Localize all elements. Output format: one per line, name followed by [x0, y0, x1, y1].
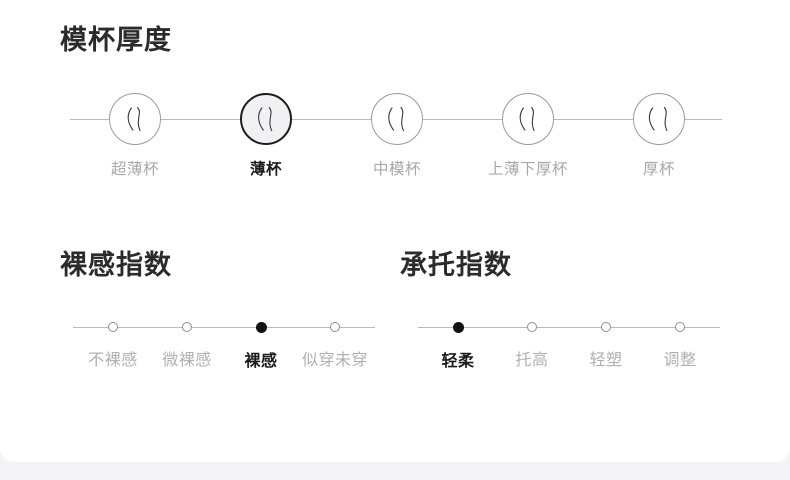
- support-index-option-label: 托高: [515, 352, 549, 369]
- support-index-option-4[interactable]: 调整: [640, 320, 720, 370]
- bare-index-section-title: 裸感指数: [60, 250, 172, 280]
- support-index-option-label: 调整: [663, 352, 697, 369]
- bare-index-dot[interactable]: [255, 322, 267, 333]
- support-index-dot[interactable]: [601, 322, 611, 332]
- thickness-option-label: 超薄杯: [110, 161, 159, 178]
- cup-thickness-medium-icon[interactable]: [371, 93, 423, 145]
- thickness-section-title: 模杯厚度: [60, 25, 172, 55]
- support-index-option-label: 轻柔: [441, 353, 475, 370]
- cup-thickness-thin-icon[interactable]: [240, 93, 292, 145]
- bare-index-dot[interactable]: [108, 322, 118, 332]
- bare-index-option-label: 裸感: [244, 353, 278, 370]
- thickness-option-4[interactable]: 上薄下厚杯: [473, 93, 583, 179]
- thickness-option-3[interactable]: 中模杯: [342, 93, 452, 179]
- thickness-option-5[interactable]: 厚杯: [604, 93, 714, 179]
- bare-index-option-2[interactable]: 微裸感: [147, 320, 227, 370]
- support-index-option-1[interactable]: 轻柔: [418, 320, 498, 371]
- bare-index-option-4[interactable]: 似穿未穿: [295, 320, 375, 370]
- bare-index-option-3[interactable]: 裸感: [221, 320, 301, 371]
- support-index-dot[interactable]: [527, 322, 537, 332]
- product-spec-card: 模杯厚度 超薄杯 薄杯 中模杯 上薄下厚杯 厚杯 裸感指数 不裸感 微裸感 裸感 似穿未穿 承…: [0, 0, 790, 462]
- support-index-track: [418, 327, 720, 328]
- thickness-option-label: 中模杯: [372, 161, 421, 178]
- bare-index-option-label: 似穿未穿: [301, 352, 368, 369]
- cup-thickness-thin-top-thick-bottom-icon[interactable]: [502, 93, 554, 145]
- bare-index-dot[interactable]: [182, 322, 192, 332]
- thickness-option-label: 薄杯: [249, 161, 282, 178]
- thickness-option-1[interactable]: 超薄杯: [80, 93, 190, 179]
- support-index-dot[interactable]: [675, 322, 685, 332]
- cup-thickness-thick-icon[interactable]: [633, 93, 685, 145]
- thickness-option-2[interactable]: 薄杯: [211, 93, 321, 179]
- bare-index-track: [73, 327, 375, 328]
- bare-index-dot[interactable]: [330, 322, 340, 332]
- support-index-section-title: 承托指数: [400, 250, 512, 280]
- bare-index-option-label: 微裸感: [162, 352, 212, 369]
- support-index-option-2[interactable]: 托高: [492, 320, 572, 370]
- support-index-option-label: 轻塑: [589, 352, 623, 369]
- cup-thickness-ultrathin-icon[interactable]: [109, 93, 161, 145]
- thickness-option-label: 厚杯: [642, 161, 675, 178]
- thickness-option-label: 上薄下厚杯: [487, 161, 568, 178]
- support-index-option-3[interactable]: 轻塑: [566, 320, 646, 370]
- bare-index-option-label: 不裸感: [88, 352, 138, 369]
- bare-index-option-1[interactable]: 不裸感: [73, 320, 153, 370]
- support-index-dot[interactable]: [452, 322, 464, 333]
